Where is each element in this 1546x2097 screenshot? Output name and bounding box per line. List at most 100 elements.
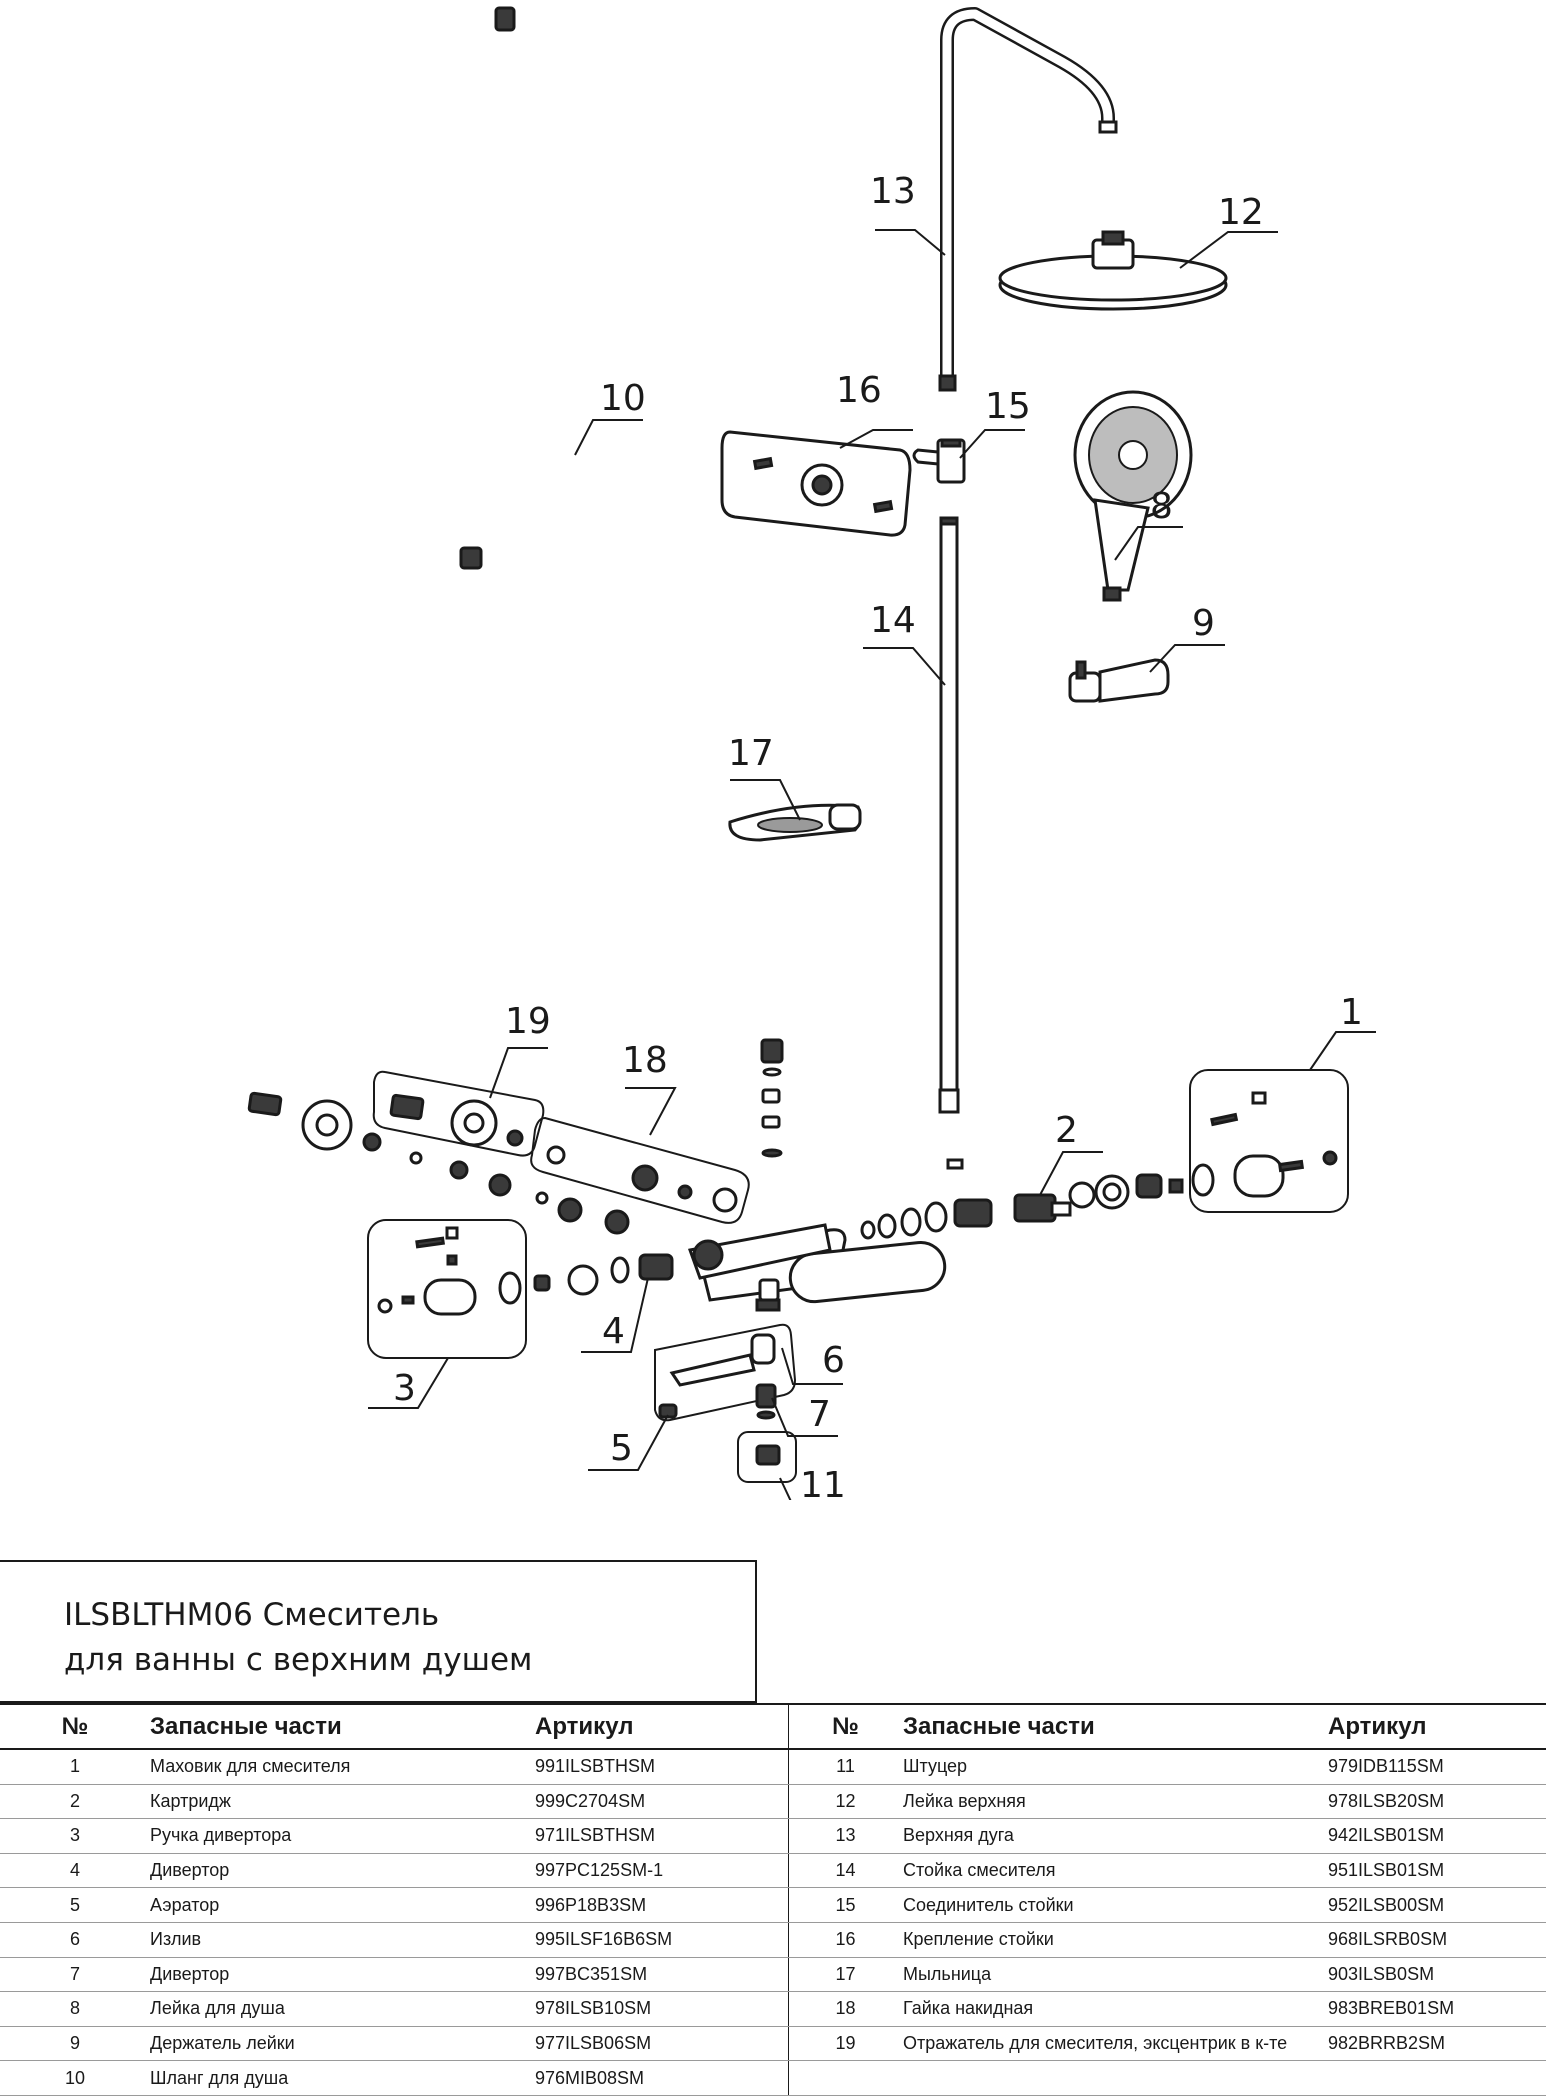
callout-10: 10: [600, 378, 646, 419]
cell-part-name: Шланг для душа: [150, 2060, 535, 2096]
mixer-assembly-drawing: [247, 1038, 1349, 1483]
column-connector-drawing: [912, 438, 966, 484]
callout-15: 15: [985, 386, 1031, 427]
cell-article: 979IDB115SM: [1328, 1749, 1546, 1785]
cell-article: 951ILSB01SM: [1328, 1853, 1546, 1889]
cell-part-name: Маховик для смесителя: [150, 1749, 535, 1785]
callout-13: 13: [870, 171, 916, 212]
cell-part-name: Ручка дивертора: [150, 1818, 535, 1854]
column-header-number: №: [0, 1704, 150, 1750]
callout-5: 5: [610, 1428, 633, 1469]
cell-number: 1: [0, 1749, 150, 1785]
cell-number: 7: [0, 1957, 150, 1993]
callout-19: 19: [505, 1001, 551, 1042]
exploded-parts-diagram: 1 2 3 4 5 6 7 8 9 10 11 12 13 14 15 16 1…: [247, 6, 1376, 1500]
cell-article: 942ILSB01SM: [1328, 1818, 1546, 1854]
top-arc-drawing: [938, 7, 1118, 392]
cell-number: 3: [0, 1818, 150, 1854]
cell-article: 982BRRB2SM: [1328, 2026, 1546, 2062]
cell-article: 978ILSB10SM: [535, 1991, 788, 2027]
callout-16: 16: [836, 370, 882, 411]
cell-part-name: Штуцер: [903, 1749, 1328, 1785]
cell-part-name: Держатель лейки: [150, 2026, 535, 2062]
cell-part-name: Гайка накидная: [903, 1991, 1328, 2027]
cell-number: 13: [788, 1818, 903, 1854]
soap-dish-drawing: [728, 803, 862, 842]
cell-part-name: Мыльница: [903, 1957, 1328, 1993]
cell-part-name: Стойка смесителя: [903, 1853, 1328, 1889]
cell-number: 8: [0, 1991, 150, 2027]
cell-article: 977ILSB06SM: [535, 2026, 788, 2062]
callout-14: 14: [870, 600, 916, 641]
cell-article: 997BC351SM: [535, 1957, 788, 1993]
callout-7: 7: [808, 1394, 831, 1435]
leader-lines: [368, 229, 1376, 1500]
overhead-shower-drawing: [998, 230, 1228, 311]
cell-article: 995ILSF16B6SM: [535, 1922, 788, 1958]
cell-article: 971ILSBTHSM: [535, 1818, 788, 1854]
callout-6: 6: [822, 1340, 845, 1381]
callout-4: 4: [602, 1311, 625, 1352]
column-header-number: №: [788, 1704, 903, 1750]
cell-part-name: Дивертор: [150, 1957, 535, 1993]
cell-number: 4: [0, 1853, 150, 1889]
callout-9: 9: [1192, 603, 1215, 644]
product-subtitle: для ванны с верхним душем: [64, 1642, 533, 1678]
column-bracket-drawing: [720, 430, 912, 537]
callout-2: 2: [1055, 1110, 1078, 1151]
cell-article: 983BREB01SM: [1328, 1991, 1546, 2027]
callout-1: 1: [1340, 992, 1363, 1033]
callout-11: 11: [800, 1465, 846, 1500]
cell-article: 997PC125SM-1: [535, 1853, 788, 1889]
cell-article: 991ILSBTHSM: [535, 1749, 788, 1785]
cell-number: 16: [788, 1922, 903, 1958]
product-title: ILSBLTHM06 Смеситель: [64, 1597, 440, 1633]
cell-part-name: Картридж: [150, 1784, 535, 1820]
cell-article: 968ILSRB0SM: [1328, 1922, 1546, 1958]
cell-number: [788, 2060, 903, 2096]
hand-shower-drawing: [1073, 390, 1193, 602]
cell-part-name: Верхняя дуга: [903, 1818, 1328, 1854]
cell-part-name: [903, 2060, 1328, 2096]
mixer-column-drawing: [938, 516, 960, 1114]
cell-article: 999C2704SM: [535, 1784, 788, 1820]
table-header-row: № Запасные части Артикул: [0, 1704, 788, 1750]
column-header-article: Артикул: [535, 1704, 788, 1750]
column-header-part: Запасные части: [903, 1704, 1328, 1750]
callout-17: 17: [728, 733, 774, 774]
cell-part-name: Аэратор: [150, 1887, 535, 1923]
table-header-row: № Запасные части Артикул: [788, 1704, 1546, 1750]
cell-article: 978ILSB20SM: [1328, 1784, 1546, 1820]
cell-number: 2: [0, 1784, 150, 1820]
cell-number: 19: [788, 2026, 903, 2062]
cell-number: 17: [788, 1957, 903, 1993]
callout-8: 8: [1150, 486, 1173, 527]
cell-part-name: Отражатель для смесителя, эксцентрик в к…: [903, 2026, 1328, 2062]
cell-article: 976MIB08SM: [535, 2060, 788, 2096]
cell-number: 5: [0, 1887, 150, 1923]
column-header-part: Запасные части: [150, 1704, 535, 1750]
cell-number: 18: [788, 1991, 903, 2027]
cell-part-name: Лейка верхняя: [903, 1784, 1328, 1820]
cell-number: 11: [788, 1749, 903, 1785]
callout-18: 18: [622, 1040, 668, 1081]
cell-number: 10: [0, 2060, 150, 2096]
title-box: ILSBLTHM06 Смеситель для ванны с верхним…: [0, 1560, 757, 1703]
cell-number: 6: [0, 1922, 150, 1958]
column-header-article: Артикул: [1328, 1704, 1546, 1750]
handset-holder-drawing: [1068, 658, 1170, 703]
